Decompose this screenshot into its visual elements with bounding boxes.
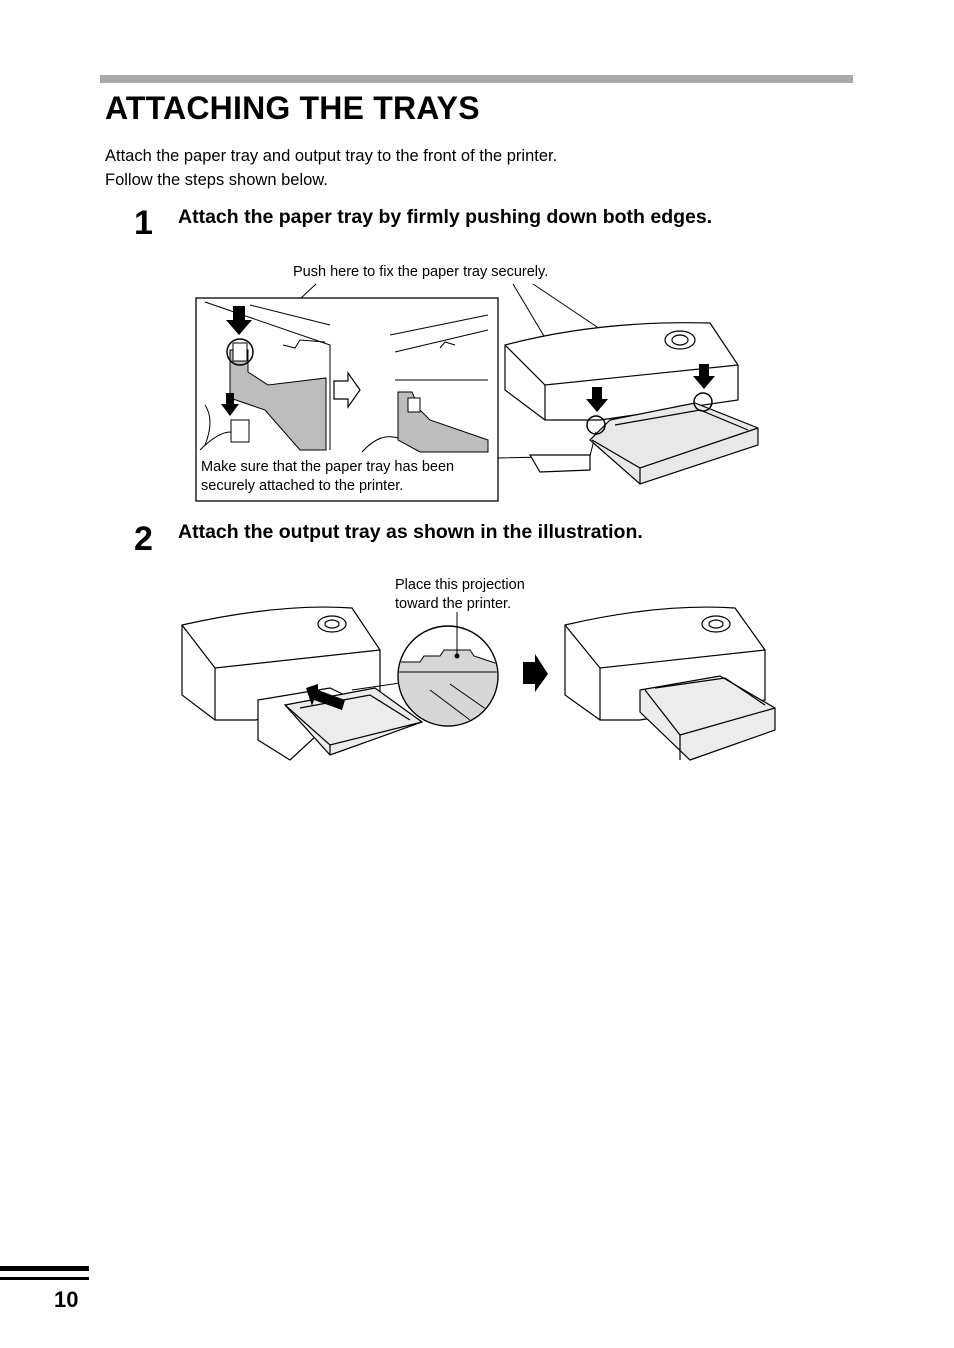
step-2-callout-1: Place this projection xyxy=(395,577,525,593)
right-outline-arrow-icon xyxy=(333,371,361,409)
intro-line-1: Attach the paper tray and output tray to… xyxy=(105,147,558,165)
tray-edge-left xyxy=(229,349,327,451)
step-1-callout-sure-1: Make sure that the paper tray has been xyxy=(201,459,455,475)
page-number: 10 xyxy=(54,1287,79,1312)
down-arrow-icon-printer-right xyxy=(693,364,715,389)
step-1-text: Attach the paper tray by firmly pushing … xyxy=(178,206,713,228)
page-title: ATTACHING THE TRAYS xyxy=(105,90,480,126)
step-1-illustration xyxy=(195,283,759,502)
right-arrow-icon xyxy=(523,654,548,692)
down-arrow-icon-printer-left xyxy=(586,387,608,412)
printer-after xyxy=(564,606,776,761)
step-2-callout-2: toward the printer. xyxy=(395,596,512,612)
printer-before xyxy=(181,606,424,761)
small-down-arrow-icon xyxy=(221,393,239,416)
step-1-callout-push: Push here to fix the paper tray securely… xyxy=(293,264,549,280)
step-2-illustration xyxy=(181,606,776,761)
footer-rule-thick xyxy=(0,1266,89,1271)
tray-detail-after xyxy=(361,314,489,453)
push-arrow-icon xyxy=(306,684,345,710)
footer-rule-thin xyxy=(0,1277,89,1280)
printer-with-paper-tray xyxy=(504,322,759,485)
tray-detail-before xyxy=(199,301,331,451)
down-arrow-icon xyxy=(226,306,252,335)
step-2-text: Attach the output tray as shown in the i… xyxy=(178,521,643,543)
step-2-number: 2 xyxy=(134,520,153,558)
top-rule xyxy=(100,75,853,83)
intro-line-2: Follow the steps shown below. xyxy=(105,171,328,189)
push-point-circle-left xyxy=(226,338,254,366)
step-1-callout-sure-2: securely attached to the printer. xyxy=(201,478,404,494)
step-1-number: 1 xyxy=(134,204,153,242)
